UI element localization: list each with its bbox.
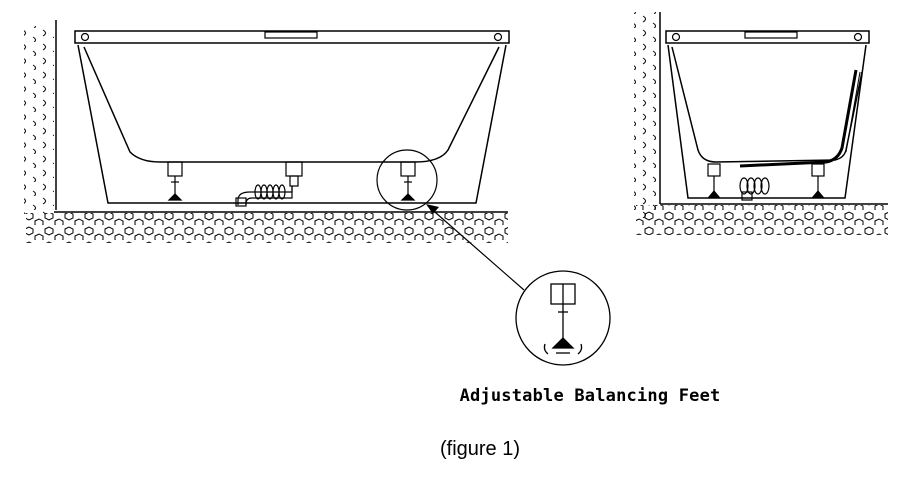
tub-rim-end [665, 30, 870, 44]
tub-basin-end [671, 46, 863, 163]
side-view [24, 20, 510, 243]
overflow-cover-end [744, 31, 798, 39]
callout-arrow-line [427, 205, 525, 291]
tub-basin [83, 46, 500, 163]
foot-right [400, 161, 416, 201]
foot-end-right [811, 163, 825, 198]
tub-skirt-end [667, 44, 867, 199]
drain-assembly [235, 161, 303, 207]
drain-assembly-end [739, 177, 770, 201]
backrest-end-inner [845, 71, 861, 153]
callout-arrowhead [426, 204, 439, 214]
rim-bolt-end-left [671, 32, 681, 42]
callout-detail-circle [515, 270, 611, 366]
wall-hatch-left [24, 26, 54, 214]
end-view [634, 12, 888, 235]
foot-left [167, 161, 183, 201]
foot-end-left [707, 163, 721, 198]
floor-hatch-left [26, 213, 508, 243]
rim-bolt-right [493, 32, 503, 42]
rim-bolt-end-right [853, 32, 863, 42]
figure-caption: (figure 1) [439, 438, 521, 460]
foot-detail-marker [376, 149, 438, 211]
balancing-foot-detail [543, 283, 583, 355]
overflow-cover [264, 31, 318, 39]
tub-skirt [77, 44, 507, 204]
floor-hatch-right [636, 205, 888, 235]
callout [426, 204, 611, 366]
tub-rim [74, 30, 510, 44]
rim-bolt-left [80, 32, 90, 42]
backrest-end [739, 69, 858, 168]
callout-label: Adjustable Balancing Feet [459, 386, 721, 406]
wall-hatch-right [634, 12, 660, 218]
